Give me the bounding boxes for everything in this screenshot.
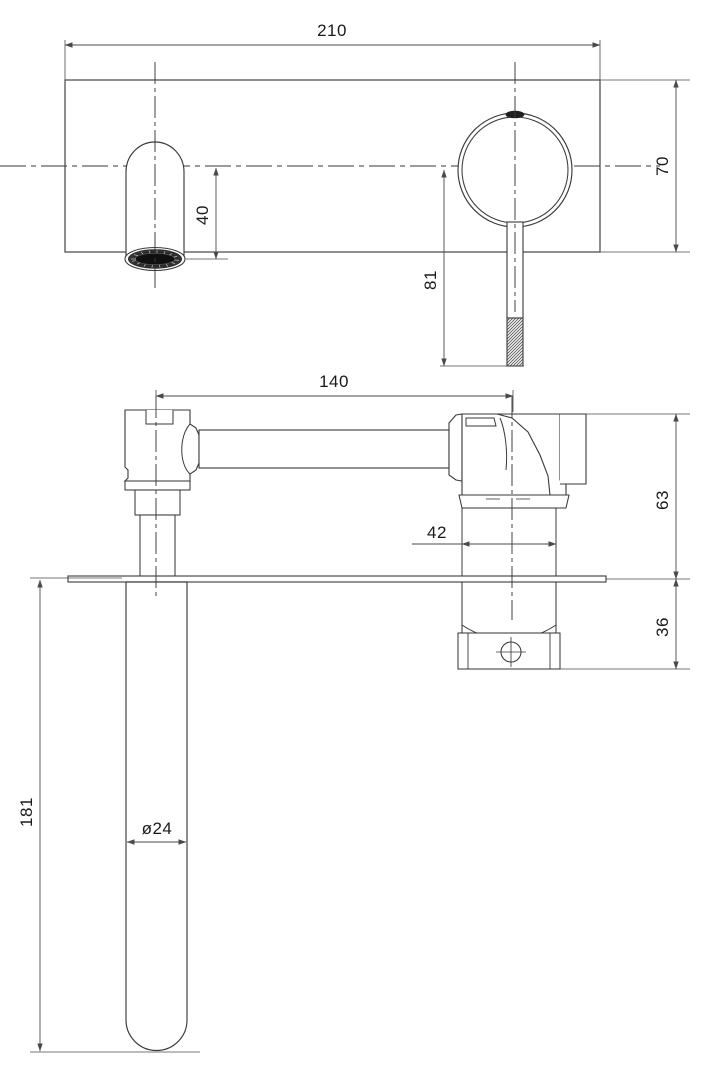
spout-arm-tube-side — [198, 429, 450, 469]
dimension-label-42: 42 — [427, 523, 447, 542]
front-elevation-view: 210 70 40 81 — [0, 21, 690, 367]
dimension-label-diameter-24: ø24 — [142, 819, 173, 838]
dimension-body-diameter: 42 — [412, 510, 557, 575]
dimension-label-181: 181 — [17, 797, 36, 827]
dimension-spout-diameter: ø24 — [126, 819, 187, 845]
side-elevation-view: 140 42 63 36 — [17, 372, 690, 1053]
dimension-plate-height: 70 — [600, 79, 690, 253]
body-barrel-side — [457, 507, 561, 670]
dimension-plate-width: 210 — [64, 21, 601, 82]
dimension-label-140: 140 — [319, 372, 349, 391]
dimension-behind-wall: 36 — [560, 578, 690, 670]
dimension-spout-drop: 181 — [17, 577, 200, 1053]
dimension-spout-offset: 40 — [186, 167, 228, 260]
dimension-projection: 140 — [155, 372, 514, 412]
wall-plate-outline — [64, 79, 601, 253]
dimension-body-height: 63 — [586, 413, 690, 580]
dimension-label-81: 81 — [421, 270, 440, 290]
wall-plate-edge-side — [67, 575, 607, 583]
dimension-label-36: 36 — [653, 617, 672, 637]
mixer-body-side — [448, 413, 587, 496]
dimension-label-40: 40 — [193, 205, 212, 225]
dimension-label-70: 70 — [653, 156, 672, 176]
dimension-label-63: 63 — [653, 490, 672, 510]
spout-tube-side — [125, 581, 188, 1051]
spout-neck-side — [134, 489, 181, 580]
spout-elbow-side — [123, 409, 200, 491]
body-collar-side — [458, 494, 570, 509]
dimension-lever-length: 81 — [421, 169, 524, 367]
dimension-label-210: 210 — [317, 21, 347, 40]
